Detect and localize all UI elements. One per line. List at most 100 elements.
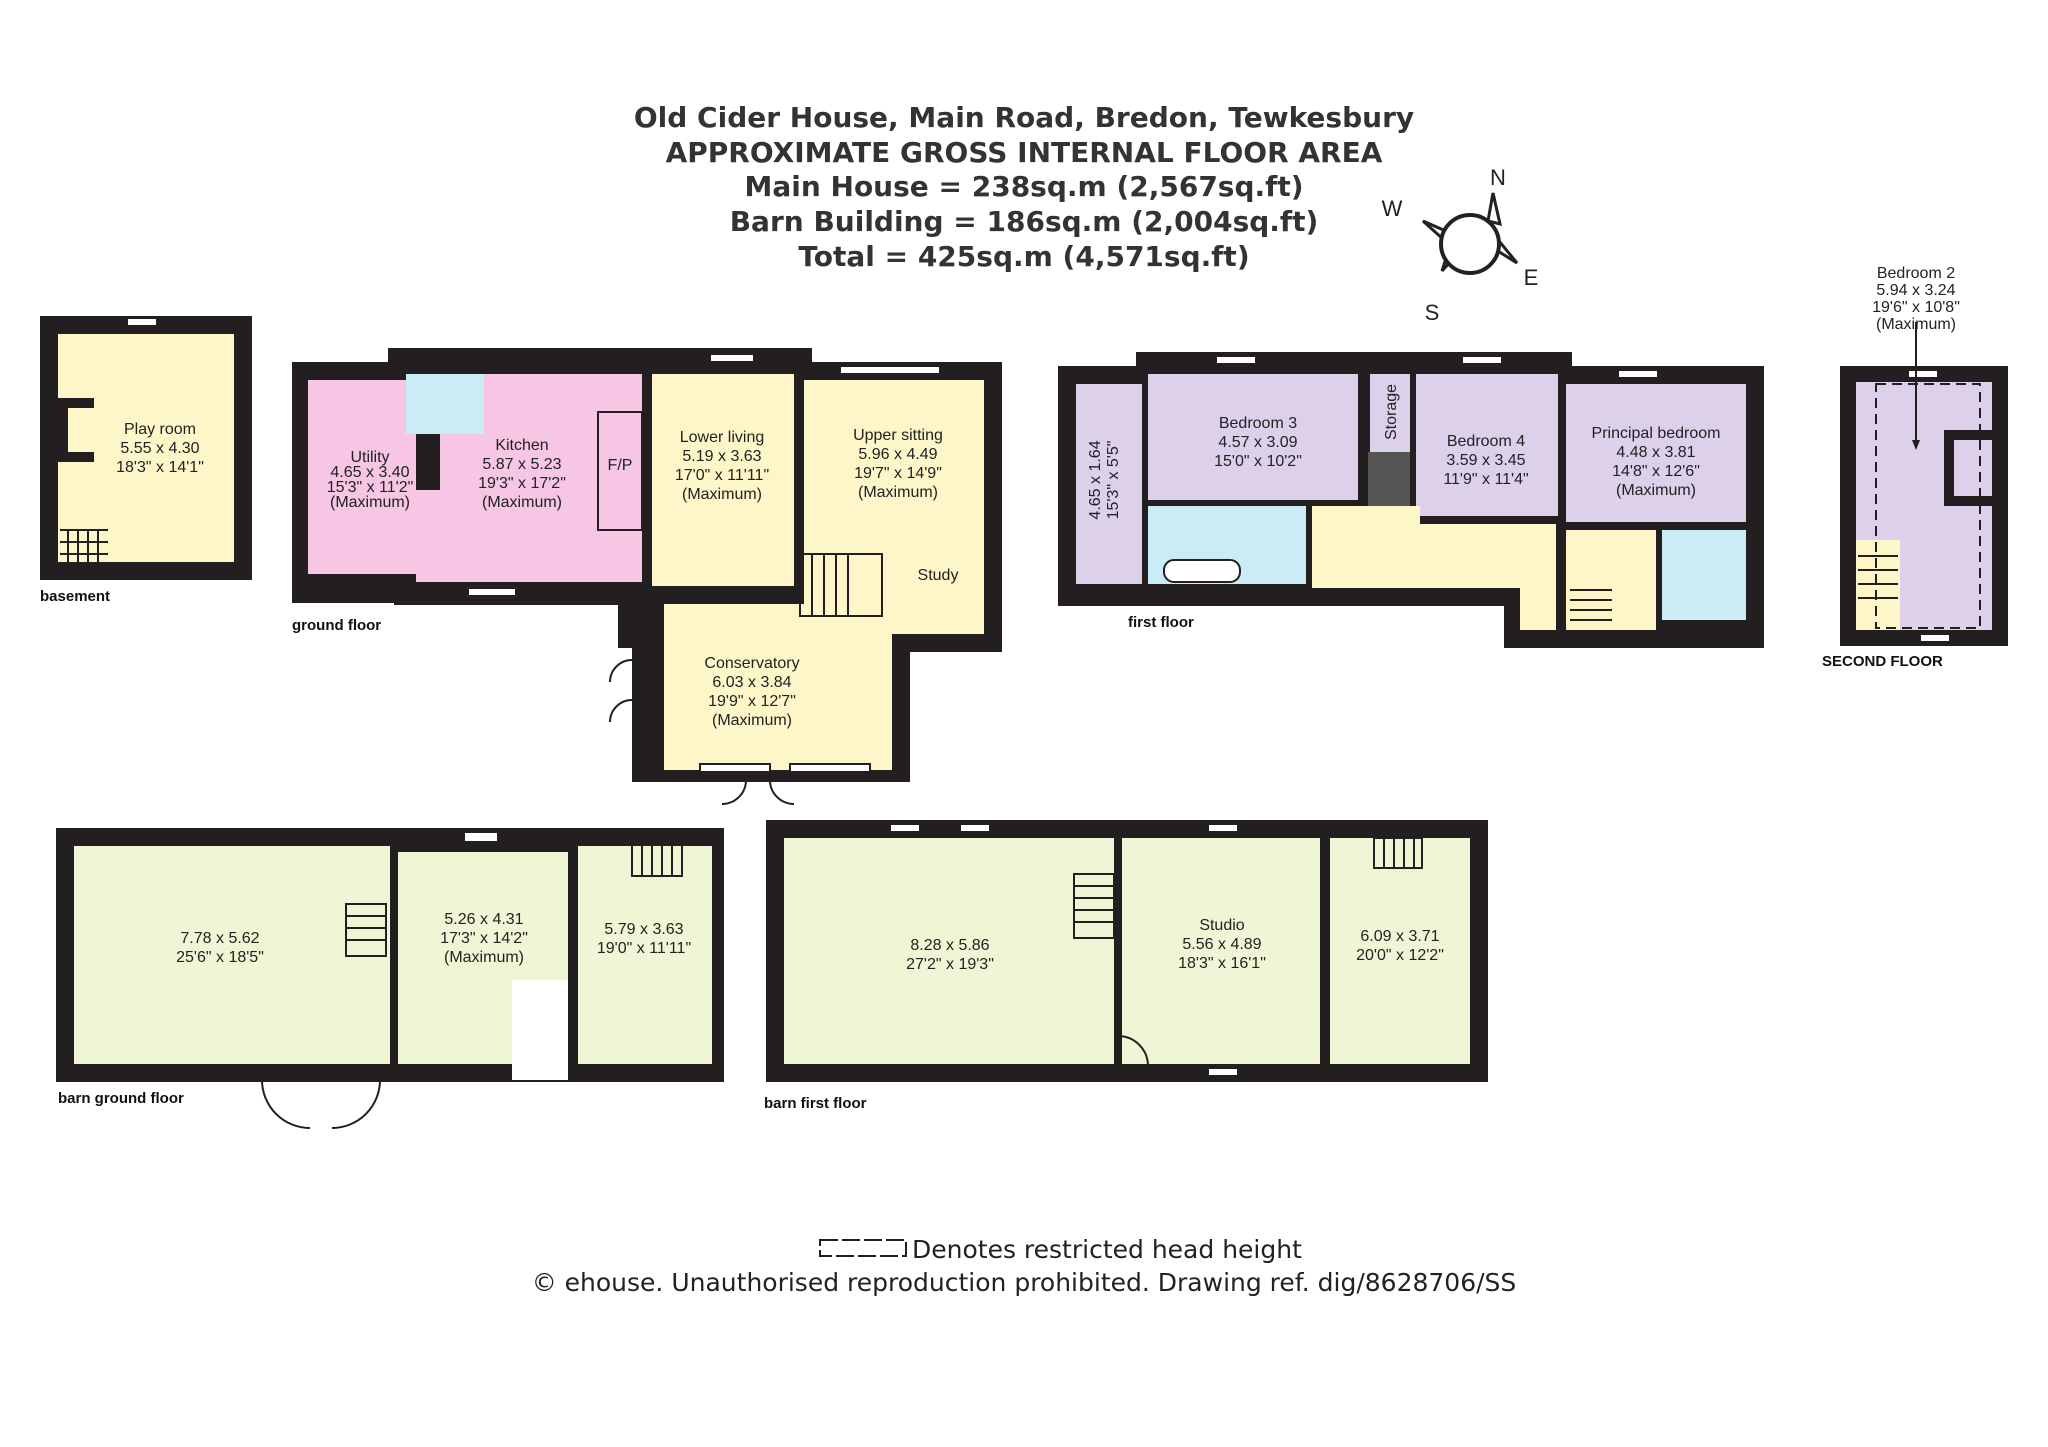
bath-tub <box>1163 559 1241 583</box>
compass-w-label: W <box>1382 196 1403 221</box>
barn-ground-floor-plan: 7.78 x 5.62 25'6" x 18'5" 5.26 x 4.31 17… <box>56 828 724 1129</box>
play-room-imperial: 18'3" x 14'1" <box>116 459 204 476</box>
ground-window-3 <box>467 587 517 597</box>
barn-f3-floor <box>1330 838 1470 1064</box>
ensuite-floor <box>1662 530 1746 620</box>
first-window-3 <box>1617 369 1659 379</box>
conservatory-name: Conservatory <box>704 655 799 672</box>
barn-first-floor-label: barn first floor <box>764 1095 867 1112</box>
bedroom2-metric: 5.94 x 3.24 <box>1876 282 1955 299</box>
upper-sitting-floor <box>804 380 984 634</box>
lower-living-note: (Maximum) <box>682 486 762 503</box>
bedroom4-imperial: 11'9" x 11'4" <box>1443 471 1528 488</box>
conservatory-window-1 <box>699 763 771 773</box>
barn-g3-metric: 5.79 x 3.63 <box>604 921 683 938</box>
storage-label: Storage <box>1383 384 1400 440</box>
studio-imperial: 18'3" x 16'1" <box>1178 955 1266 972</box>
fireplace-floor <box>597 411 643 531</box>
barn-f1-metric: 8.28 x 5.86 <box>910 937 989 954</box>
principal-bedroom-name: Principal bedroom <box>1592 425 1721 442</box>
utility-door <box>359 576 384 601</box>
header-block: Old Cider House, Main Road, Bredon, Tewk… <box>634 101 1414 273</box>
barn-g1-floor <box>74 846 390 1064</box>
barn-first-floor-plan: 8.28 x 5.86 27'2" x 19'3" Studio 5.56 x … <box>764 820 1488 1112</box>
bedroom4-name: Bedroom 4 <box>1447 433 1525 450</box>
study-label: Study <box>918 567 959 584</box>
utility-note: (Maximum) <box>330 494 410 511</box>
kitchen-metric: 5.87 x 5.23 <box>482 456 561 473</box>
bedroom3-imperial: 15'0" x 10'2" <box>1214 453 1302 470</box>
bedroom2-name: Bedroom 2 <box>1877 265 1955 282</box>
restricted-head-height-outline <box>1875 383 1981 629</box>
side-room-floor <box>1076 384 1142 584</box>
principal-bedroom-imperial: 14'8" x 12'6" <box>1612 463 1700 480</box>
barn-ground-stairs <box>345 835 683 957</box>
second-floor-chimney-inner <box>1954 440 1992 496</box>
main-house-area: Main House = 238sq.m (2,567sq.ft) <box>744 170 1303 203</box>
bedroom2-imperial: 19'6" x 10'8" <box>1872 299 1960 316</box>
barn-g2-imperial: 17'3" x 14'2" <box>440 930 528 947</box>
lower-living-metric: 5.19 x 3.63 <box>682 448 761 465</box>
first-floor-label: first floor <box>1128 614 1194 631</box>
upper-sitting-note: (Maximum) <box>858 484 938 501</box>
basement-label: basement <box>40 588 110 605</box>
conservatory-metric: 6.03 x 3.84 <box>712 674 791 691</box>
conservatory-window-2 <box>789 763 871 773</box>
bedroom2-pointer-arrow <box>1912 440 1920 450</box>
compass-e-label: E <box>1524 265 1539 290</box>
utility-floor <box>308 380 416 574</box>
kitchen-imperial: 19'3" x 17'2" <box>478 475 566 492</box>
copyright-text: © ehouse. Unauthorised reproduction proh… <box>532 1268 1517 1297</box>
basement-plan: Play room 5.55 x 4.30 18'3" x 14'1" base… <box>40 316 252 605</box>
principal-bedroom-floor <box>1566 384 1746 522</box>
lower-living-floor <box>652 374 794 586</box>
ground-wc-floor <box>406 374 484 434</box>
bedroom4-floor <box>1416 374 1558 516</box>
upper-sitting-metric: 5.96 x 4.49 <box>858 446 937 463</box>
second-window-2 <box>1919 633 1951 643</box>
second-floor-stairs <box>1858 555 1898 599</box>
first-window-2 <box>1461 355 1503 365</box>
barn-g1-metric: 7.78 x 5.62 <box>180 930 259 947</box>
barn-first-window-1 <box>889 823 921 833</box>
first-floor-plan: Bedroom 3 4.57 x 3.09 15'0" x 10'2" 4.65… <box>1058 352 1764 648</box>
bedroom2-note: (Maximum) <box>1876 316 1956 333</box>
ground-window-2 <box>839 365 941 375</box>
barn-ground-porch <box>512 980 568 1080</box>
barn-f3-metric: 6.09 x 3.71 <box>1360 928 1439 945</box>
kitchen-name: Kitchen <box>495 437 548 454</box>
side-room-metric: 4.65 x 1.64 <box>1087 440 1104 519</box>
first-floor-stairs <box>1570 589 1612 621</box>
barn-first-window-2 <box>959 823 991 833</box>
barn-ground-window <box>463 831 499 843</box>
barn-g3-imperial: 19'0" x 11'11" <box>597 940 691 957</box>
utility-imperial: 15'3" x 11'2" <box>327 479 414 496</box>
compass-n-label: N <box>1490 165 1506 190</box>
side-room-imperial: 15'3" x 5'5" <box>1105 441 1122 520</box>
kitchen-floor <box>416 374 642 582</box>
upper-sitting-name: Upper sitting <box>853 427 943 444</box>
compass-circle <box>1439 213 1501 275</box>
basement-stairs <box>60 529 108 562</box>
bedroom3-floor <box>1148 374 1358 500</box>
studio-metric: 5.56 x 4.89 <box>1182 936 1261 953</box>
bedroom4-metric: 3.59 x 3.45 <box>1446 452 1525 469</box>
first-stairs-floor <box>1566 530 1656 630</box>
barn-ground-floor-label: barn ground floor <box>58 1090 184 1107</box>
bedroom3-name: Bedroom 3 <box>1219 415 1297 432</box>
compass-s-label: S <box>1425 300 1440 325</box>
landing-floor <box>1312 506 1556 630</box>
studio-floor <box>1122 838 1320 1064</box>
principal-bedroom-note: (Maximum) <box>1616 482 1696 499</box>
second-floor-label: SECOND FLOOR <box>1822 653 1943 670</box>
ground-window-1 <box>709 353 755 363</box>
studio-door <box>1117 1035 1149 1067</box>
utility-metric: 4.65 x 3.40 <box>330 464 409 481</box>
barn-f1-imperial: 27'2" x 19'3" <box>906 956 994 973</box>
barn-g2-metric: 5.26 x 4.31 <box>444 911 523 928</box>
conservatory-floor <box>664 604 892 770</box>
conservatory-imperial: 19'9" x 12'7" <box>708 693 796 710</box>
ground-stairs <box>799 553 883 617</box>
ground-floor-plan: Utility 4.65 x 3.40 15'3" x 11'2" (Maxim… <box>292 348 1002 805</box>
